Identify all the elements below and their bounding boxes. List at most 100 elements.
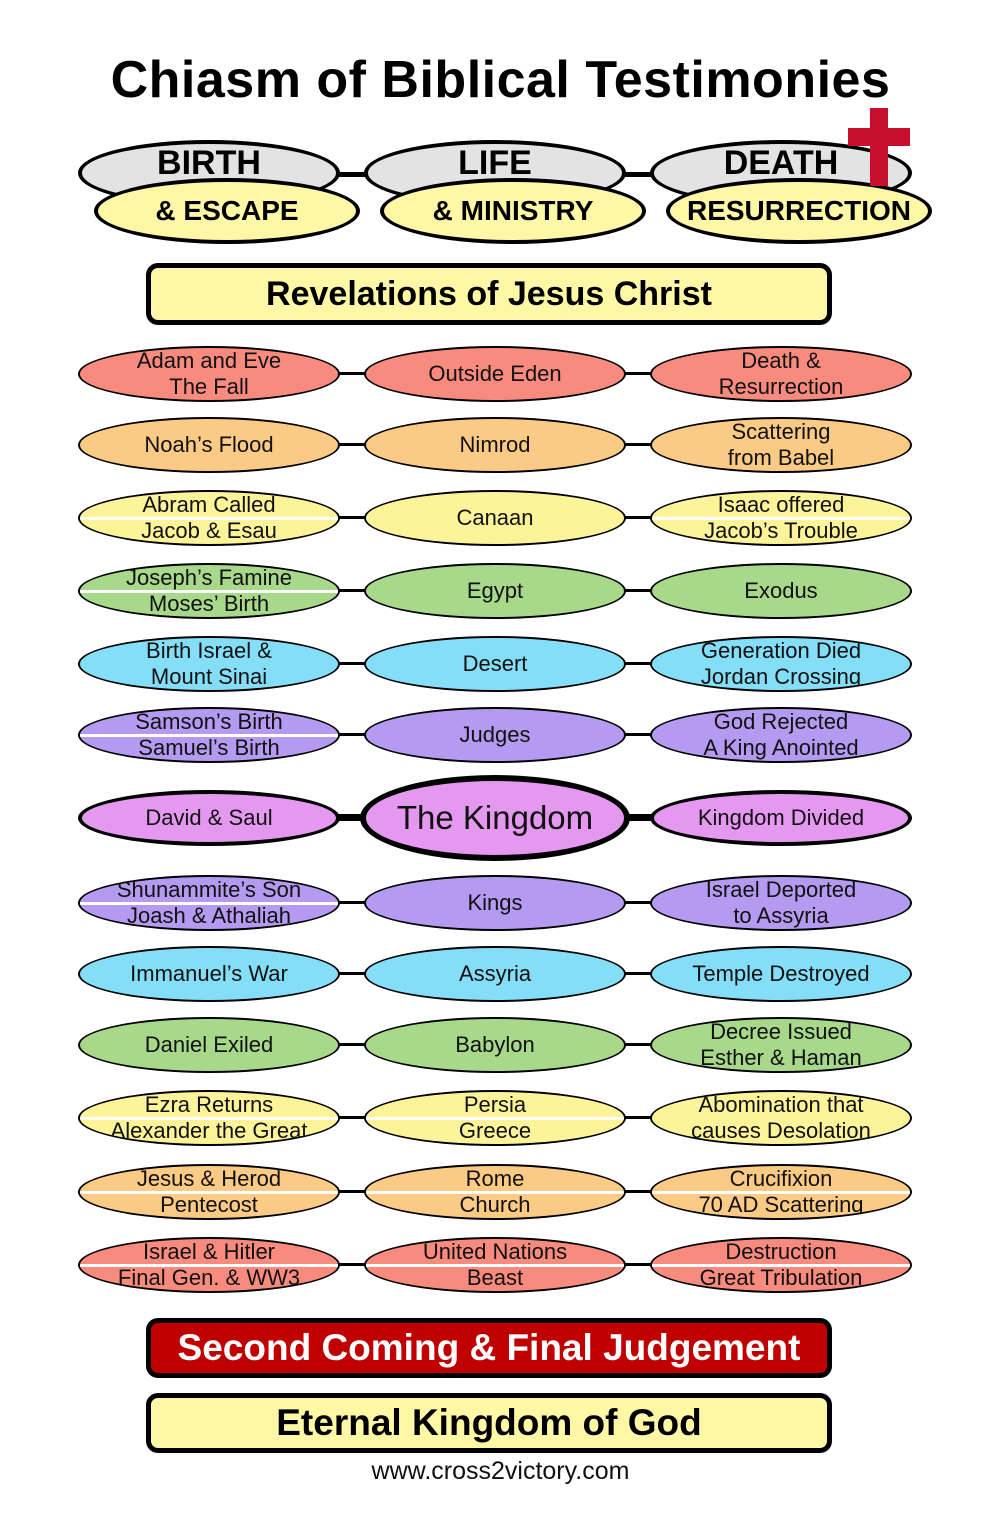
oval-text: Kingdom Divided	[697, 805, 865, 830]
chiasm-oval: Desert	[364, 636, 626, 692]
chiasm-oval: Nimrod	[364, 417, 626, 473]
oval-text: Jacob & Esau	[141, 518, 277, 543]
oval-text: Adam and Eve	[136, 348, 282, 373]
oval-text: causes Desolation	[691, 1118, 871, 1143]
banner-eternal-kingdom: Eternal Kingdom of God	[146, 1393, 832, 1453]
oval-text: Moses’ Birth	[148, 591, 270, 616]
header-birth: BIRTH & ESCAPE	[78, 140, 360, 245]
oval-text: United Nations	[422, 1239, 568, 1264]
oval-text: Temple Destroyed	[692, 961, 870, 986]
chiasm-oval: Temple Destroyed	[650, 946, 912, 1002]
oval-text: Abram Called	[142, 492, 276, 517]
oval-text: Exodus	[744, 578, 818, 603]
oval-text: Crucifixion	[729, 1166, 833, 1191]
oval-text: Church	[459, 1192, 531, 1217]
oval-text: Kings	[467, 890, 523, 915]
chiasm-oval: Exodus	[650, 563, 912, 619]
oval-text: Jesus & Herod	[136, 1166, 282, 1191]
header-life: LIFE & MINISTRY	[364, 140, 646, 245]
header-connector	[335, 172, 375, 177]
oval-text: Jacob’s Trouble	[704, 518, 858, 543]
oval-text: Canaan	[456, 505, 534, 530]
oval-text: Shunammite’s Son	[116, 877, 302, 902]
oval-text: Great Tribulation	[699, 1265, 863, 1290]
oval-text: Abomination that	[698, 1092, 864, 1117]
chiasm-oval: Noah’s Flood	[78, 417, 340, 473]
oval-text: Mount Sinai	[150, 664, 268, 689]
oval-text: A King Anointed	[703, 735, 859, 760]
oval-text: The Fall	[169, 374, 249, 399]
oval-text: 70 AD Scattering	[698, 1192, 864, 1217]
chiasm-oval: Babylon	[364, 1017, 626, 1073]
chiasm-oval: David & Saul	[78, 790, 340, 846]
chiasm-oval: Death &Resurrection	[650, 346, 912, 402]
header-connector	[620, 172, 660, 177]
footer-url[interactable]: www.cross2victory.com	[371, 1457, 630, 1485]
oval-text: Generation Died	[700, 638, 862, 663]
header-birth-subtitle: & ESCAPE	[94, 178, 360, 244]
banner-revelations: Revelations of Jesus Christ	[146, 263, 832, 325]
oval-text: Birth Israel &	[146, 638, 272, 663]
chiasm-oval: Judges	[364, 707, 626, 763]
oval-text: Beast	[466, 1265, 524, 1290]
oval-text: Scattering	[731, 419, 831, 444]
oval-text: Greece	[458, 1118, 532, 1143]
oval-text: Immanuel’s War	[130, 961, 288, 986]
oval-text: Nimrod	[459, 432, 531, 457]
oval-text: Pentecost	[160, 1192, 258, 1217]
oval-text: God Rejected	[713, 709, 849, 734]
oval-text: to Assyria	[733, 903, 829, 928]
oval-text: Assyria	[458, 961, 532, 986]
oval-text: Desert	[462, 651, 528, 676]
oval-text: Joseph’s Famine	[126, 565, 292, 590]
chiasm-oval: Kings	[364, 875, 626, 931]
oval-text: Decree Issued	[710, 1019, 852, 1044]
cross-icon-bar	[848, 128, 910, 146]
oval-text: Egypt	[466, 578, 524, 603]
oval-text: Ezra Returns	[144, 1092, 274, 1117]
center-kingdom-oval: The Kingdom	[360, 775, 630, 861]
chiasm-oval: Canaan	[364, 490, 626, 546]
oval-text: Joash & Athaliah	[127, 903, 291, 928]
cross-icon	[870, 108, 888, 186]
chiasm-oval: Daniel Exiled	[78, 1017, 340, 1073]
oval-text: Samson’s Birth	[135, 709, 283, 734]
oval-text: Alexander the Great	[110, 1118, 308, 1143]
oval-text: Esther & Haman	[700, 1045, 862, 1070]
oval-text: Noah’s Flood	[144, 432, 274, 457]
chiasm-oval: Egypt	[364, 563, 626, 619]
chiasm-oval: Birth Israel &Mount Sinai	[78, 636, 340, 692]
oval-text: Judges	[459, 722, 531, 747]
chiasm-row: Immanuel’s War Assyria Temple Destroyed	[0, 942, 1001, 1006]
banner-second-coming: Second Coming & Final Judgement	[146, 1318, 832, 1378]
oval-text: Rome	[465, 1166, 525, 1191]
oval-text: Outside Eden	[428, 361, 562, 386]
oval-text: Destruction	[725, 1239, 837, 1264]
